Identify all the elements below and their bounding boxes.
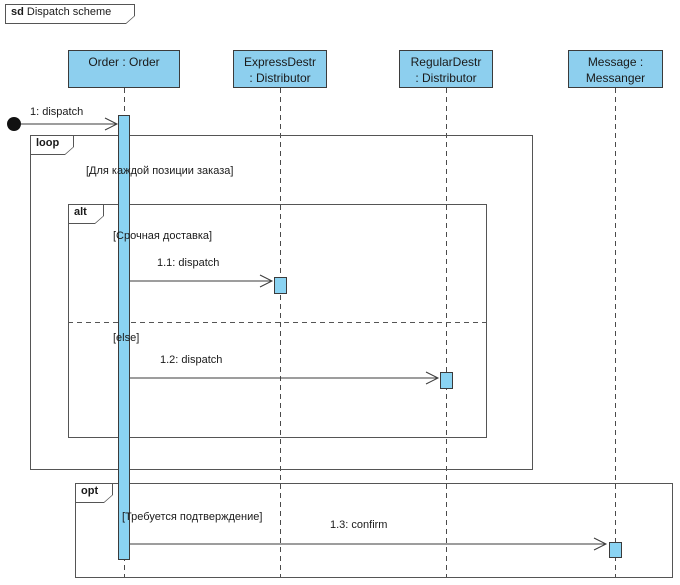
lifeline-message	[615, 88, 616, 578]
regulardestr-activation[interactable]	[440, 372, 453, 389]
lifeline-head-regulardestr-line1: RegularDestr	[410, 55, 482, 69]
frame-title: Dispatch scheme	[26, 6, 112, 18]
lifeline-head-order[interactable]: Order : Order	[68, 50, 180, 88]
loop-operator-label: loop	[36, 137, 60, 149]
expressdestr-activation[interactable]	[274, 277, 287, 294]
lifeline-head-order-label: Order : Order	[88, 55, 160, 69]
order-activation-bar[interactable]	[118, 115, 130, 560]
lifeline-head-expressdestr[interactable]: ExpressDestr : Distributor	[233, 50, 327, 88]
loop-fragment-frame[interactable]	[30, 135, 533, 470]
lifeline-head-message[interactable]: Message : Messanger	[568, 50, 663, 88]
lifeline-head-message-line1: Message :	[587, 55, 644, 69]
alt-pentagon-shape	[68, 204, 104, 224]
message-1-dispatch-arrow[interactable]	[21, 116, 119, 132]
alt-operator-label: alt	[74, 206, 87, 218]
alt-guard-else-label: [else]	[113, 332, 140, 344]
message-1-3-confirm-label: 1.3: confirm	[330, 519, 388, 531]
opt-operator-label: opt	[81, 485, 99, 497]
opt-fragment-frame[interactable]	[75, 483, 673, 578]
loop-operator-tag[interactable]: loop	[30, 135, 74, 155]
lifeline-head-regulardestr[interactable]: RegularDestr : Distributor	[399, 50, 493, 88]
lifeline-expressdestr	[280, 88, 281, 578]
message-1-1-dispatch-label: 1.1: dispatch	[157, 257, 220, 269]
lifeline-head-regulardestr-line2: : Distributor	[415, 71, 477, 85]
alt-operator-tag[interactable]: alt	[68, 204, 104, 224]
alt-fragment-frame[interactable]	[68, 204, 487, 438]
found-message-circle[interactable]	[7, 117, 21, 131]
opt-guard-label: [Требуется подтверждение]	[122, 511, 263, 523]
opt-pentagon-shape	[75, 483, 113, 503]
alt-guard-if-label: [Срочная доставка]	[113, 230, 213, 242]
frame-label-text: sd Dispatch scheme	[5, 4, 135, 18]
message-1-dispatch-label: 1: dispatch	[30, 106, 84, 118]
message-1-1-dispatch-arrow[interactable]	[130, 273, 274, 289]
message-1-3-confirm-arrow[interactable]	[130, 536, 608, 552]
lifeline-head-expressdestr-line1: ExpressDestr	[243, 55, 317, 69]
message-activation[interactable]	[609, 542, 622, 558]
frame-pentagon-shape	[5, 4, 135, 24]
alt-else-divider	[68, 322, 487, 323]
lifeline-regulardestr	[446, 88, 447, 578]
loop-pentagon-shape	[30, 135, 74, 155]
message-1-2-dispatch-arrow[interactable]	[130, 370, 440, 386]
opt-operator-tag[interactable]: opt	[75, 483, 113, 503]
lifeline-head-expressdestr-line2: : Distributor	[249, 71, 311, 85]
message-1-2-dispatch-label: 1.2: dispatch	[160, 354, 223, 366]
lifeline-head-message-line2: Messanger	[585, 71, 646, 85]
frame-operator: sd	[11, 6, 24, 18]
loop-guard-label: [Для каждой позиции заказа]	[86, 165, 234, 177]
diagram-frame-label[interactable]: sd Dispatch scheme	[5, 4, 135, 24]
